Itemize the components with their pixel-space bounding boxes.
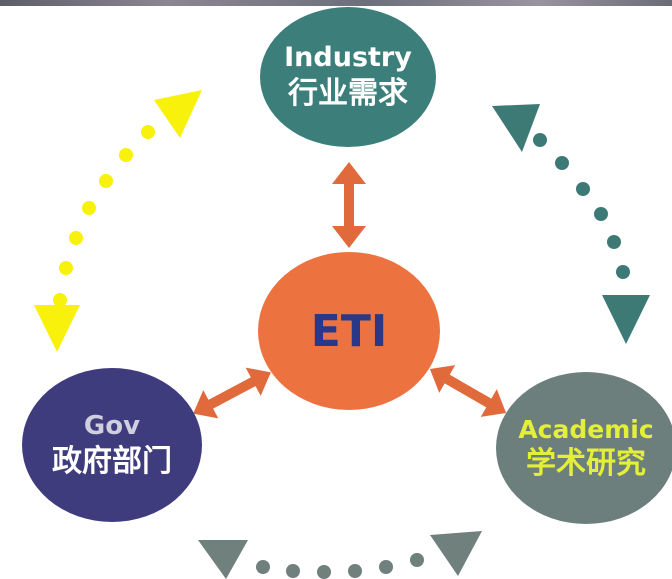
academic-label-cn: 学术研究 bbox=[526, 445, 646, 481]
industry-label-cn: 行业需求 bbox=[288, 76, 408, 112]
industry-node: Industry 行业需求 bbox=[260, 7, 436, 147]
eti-label: ETI bbox=[310, 305, 388, 357]
top-decorative-strip bbox=[0, 0, 672, 6]
academic-node: Academic 学术研究 bbox=[496, 372, 672, 524]
loop-arrow-right bbox=[492, 104, 650, 344]
gov-label-en: Gov bbox=[83, 411, 141, 441]
eti-node: ETI bbox=[258, 252, 440, 410]
arrow-eti-academic bbox=[429, 365, 507, 417]
arrow-eti-industry bbox=[332, 162, 366, 248]
loop-arrow-left bbox=[34, 90, 202, 352]
gov-label-cn: 政府部门 bbox=[52, 443, 172, 479]
loop-arrow-bottom bbox=[198, 531, 482, 579]
academic-label-en: Academic bbox=[518, 414, 654, 444]
industry-label-en: Industry bbox=[284, 42, 412, 74]
arrow-eti-gov bbox=[193, 367, 271, 419]
gov-node: Gov 政府部门 bbox=[22, 368, 202, 522]
